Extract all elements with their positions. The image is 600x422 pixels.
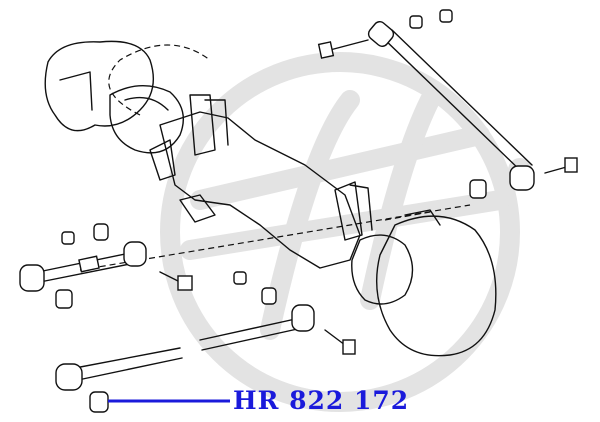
lateral-rod-bushing xyxy=(469,179,487,199)
lower-arm-nut xyxy=(233,271,247,285)
lower-arm-washer xyxy=(261,287,277,305)
axle-housing xyxy=(149,94,373,269)
lateral-rod-bolt-right xyxy=(544,157,578,174)
upper-control-arm xyxy=(19,241,147,292)
control-arm-washer xyxy=(93,223,109,241)
hidden-outline-left xyxy=(108,44,211,116)
lateral-rod-bolt xyxy=(317,39,369,59)
control-arm-nut xyxy=(61,231,75,245)
lateral-rod xyxy=(367,21,535,191)
highlighted-bushing xyxy=(89,391,109,413)
lateral-rod-nuts xyxy=(409,9,453,29)
control-arm-bolt xyxy=(159,271,193,291)
left-brake-housing xyxy=(44,40,184,154)
right-brake-housing xyxy=(351,209,497,357)
control-arm-bushing xyxy=(55,289,73,309)
part-number-label: HR 822 172 xyxy=(233,386,410,415)
lower-control-arm-upper xyxy=(199,304,315,351)
lower-arm-bolt xyxy=(324,329,356,355)
lower-control-arm xyxy=(55,347,183,391)
